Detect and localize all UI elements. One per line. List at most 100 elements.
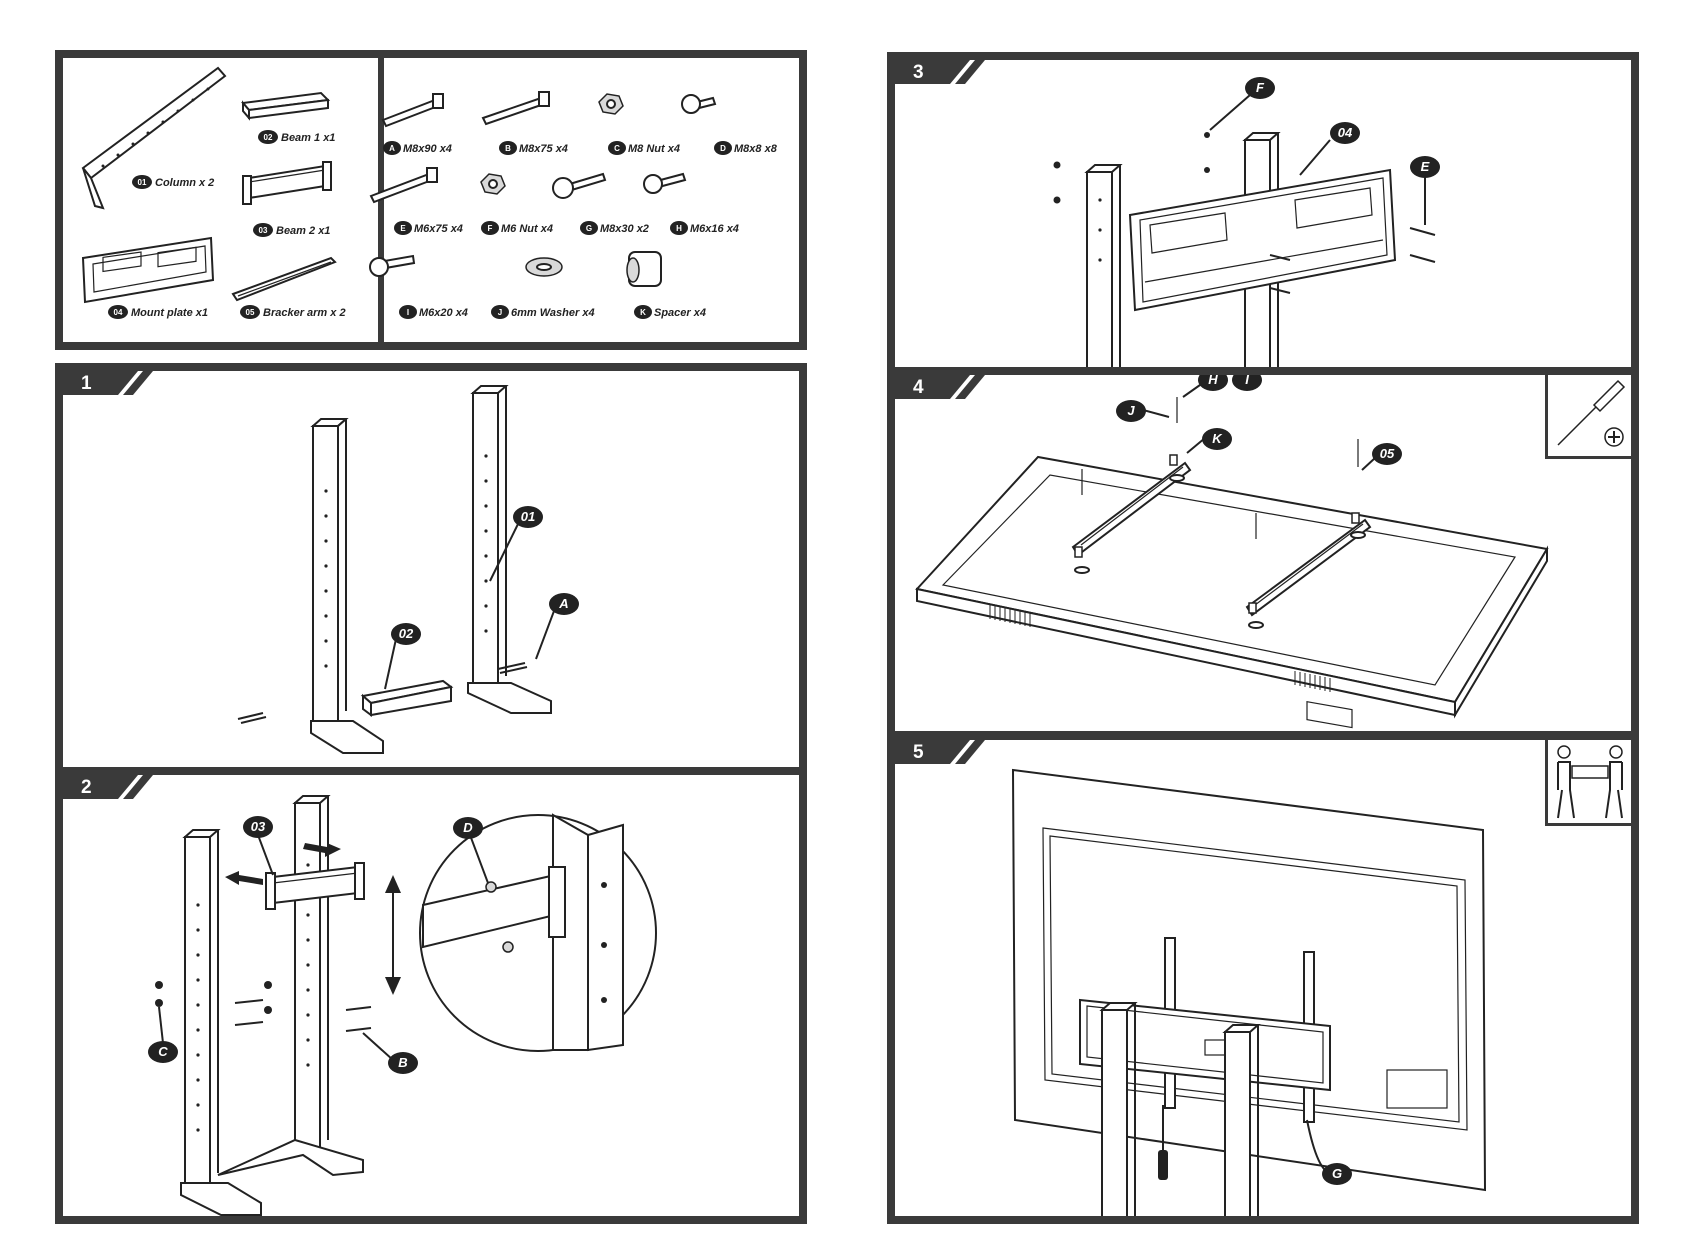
callout-04: 04 — [1330, 122, 1360, 144]
mount-plate-part-drawing — [81, 236, 215, 304]
hardware-label-C: C M8 Nut x4 — [608, 141, 680, 155]
component-label-05: 05 Bracker arm x 2 — [240, 305, 346, 319]
svg-text:G: G — [586, 224, 592, 233]
svg-text:A: A — [558, 596, 568, 611]
svg-text:M6 Nut x4: M6 Nut x4 — [501, 223, 553, 235]
svg-text:04: 04 — [114, 308, 123, 317]
screw-group-right — [497, 662, 528, 674]
step-2-panel: 2 — [55, 767, 807, 1224]
tv-rear — [1011, 768, 1487, 1192]
callout-02: 02 — [391, 623, 421, 645]
svg-text:Mount plate x1: Mount plate x1 — [131, 307, 208, 319]
step-4-drawing — [915, 384, 1549, 729]
svg-text:I: I — [407, 308, 409, 317]
svg-text:Beam 1 x1: Beam 1 x1 — [281, 132, 335, 144]
svg-text:01: 01 — [138, 178, 147, 187]
step-number: 3 — [913, 62, 924, 83]
svg-text:E: E — [1421, 159, 1430, 174]
svg-text:G: G — [1332, 1166, 1342, 1181]
hardware-drawings — [369, 91, 717, 287]
step-5-panel: 5 — [887, 732, 1639, 1224]
step-tab — [895, 60, 985, 84]
svg-text:M8x75 x4: M8x75 x4 — [519, 143, 568, 155]
hardware-label-I: I M6x20 x4 — [399, 305, 468, 319]
svg-text:M6x20 x4: M6x20 x4 — [419, 307, 468, 319]
step-2-drawing — [155, 795, 657, 1216]
callout-A: A — [549, 593, 579, 615]
svg-text:M6x75 x4: M6x75 x4 — [414, 223, 463, 235]
step-tab — [895, 375, 985, 399]
screwdriver-phillips-icon — [1545, 375, 1631, 459]
hardware-label-B: B M8x75 x4 — [499, 141, 568, 155]
hardware-label-D: D M8x8 x8 — [714, 141, 778, 155]
callout-D: D — [453, 817, 483, 839]
component-label-04: 04 Mount plate x1 — [108, 305, 208, 319]
svg-text:M8x8 x8: M8x8 x8 — [734, 143, 778, 155]
svg-text:I: I — [1245, 372, 1249, 387]
hardware-label-K: K Spacer x4 — [634, 305, 706, 319]
svg-text:M8 Nut x4: M8 Nut x4 — [628, 143, 680, 155]
svg-text:02: 02 — [399, 626, 414, 641]
step-number: 2 — [81, 777, 92, 798]
beam1-part-drawing — [241, 91, 331, 121]
step-tab — [895, 740, 985, 764]
component-label-02: 02 Beam 1 x1 — [258, 130, 335, 144]
callout-01: 01 — [513, 506, 543, 528]
step-4-panel: 4 — [887, 367, 1639, 739]
svg-text:05: 05 — [246, 308, 255, 317]
step-1-drawing — [237, 385, 555, 754]
beam2-part-drawing — [242, 161, 332, 205]
svg-text:E: E — [400, 224, 406, 233]
svg-text:B: B — [398, 1055, 407, 1070]
step-tab — [63, 775, 153, 799]
hardware-label-F: F M6 Nut x4 — [481, 221, 553, 235]
svg-text:H: H — [1208, 372, 1218, 387]
detail-zoom-circle — [419, 813, 657, 1052]
step-number: 5 — [913, 742, 924, 763]
step-tab — [63, 371, 153, 395]
column-part-drawing — [81, 66, 227, 210]
svg-text:K: K — [1212, 431, 1223, 446]
tv-back — [915, 455, 1549, 729]
svg-text:Beam 2 x1: Beam 2 x1 — [276, 225, 330, 237]
hardware-label-H: H M6x16 x4 — [670, 221, 739, 235]
step-3-drawing — [1053, 94, 1436, 368]
svg-text:J: J — [498, 308, 502, 317]
mount-plate-04 — [1128, 168, 1397, 312]
svg-text:F: F — [488, 224, 493, 233]
callout-E: E — [1410, 156, 1440, 178]
callout-H: H — [1198, 372, 1228, 391]
callout-05: 05 — [1372, 443, 1402, 465]
svg-text:04: 04 — [1338, 125, 1353, 140]
svg-text:M8x30 x2: M8x30 x2 — [600, 223, 649, 235]
svg-text:H: H — [676, 224, 682, 233]
svg-text:Bracker arm x 2: Bracker arm x 2 — [263, 307, 346, 319]
step-3-panel: 3 F 04 E — [887, 52, 1639, 376]
two-person-lift-icon — [1545, 740, 1631, 826]
callout-F: F — [1245, 77, 1275, 99]
callout-K: K — [1202, 428, 1232, 450]
svg-text:01: 01 — [521, 509, 535, 524]
step-number: 1 — [81, 373, 92, 394]
svg-text:6mm Washer x4: 6mm Washer x4 — [511, 307, 595, 319]
component-label-03: 03 Beam 2 x1 — [253, 223, 330, 237]
step-5-drawing — [1011, 768, 1487, 1216]
component-label-01: 01 Column x 2 — [132, 175, 214, 189]
svg-text:Column x 2: Column x 2 — [155, 177, 214, 189]
hardware-label-G: G M8x30 x2 — [580, 221, 649, 235]
svg-text:C: C — [614, 144, 620, 153]
svg-text:03: 03 — [251, 819, 266, 834]
parts-drawing: 01 Column x 2 02 Beam 1 x1 03 Beam 2 x1 … — [81, 58, 778, 342]
svg-text:D: D — [720, 144, 726, 153]
svg-text:05: 05 — [1380, 446, 1395, 461]
callout-G: G — [1322, 1163, 1352, 1185]
screw-group-left — [237, 712, 267, 724]
svg-text:02: 02 — [264, 133, 273, 142]
callout-J: J — [1116, 400, 1146, 422]
svg-text:Spacer x4: Spacer x4 — [654, 307, 706, 319]
step-1-panel: 1 01 02 A — [55, 363, 807, 775]
svg-text:K: K — [640, 308, 646, 317]
callout-I: I — [1232, 372, 1262, 391]
hardware-label-J: J 6mm Washer x4 — [491, 305, 595, 319]
svg-text:M6x16 x4: M6x16 x4 — [690, 223, 739, 235]
